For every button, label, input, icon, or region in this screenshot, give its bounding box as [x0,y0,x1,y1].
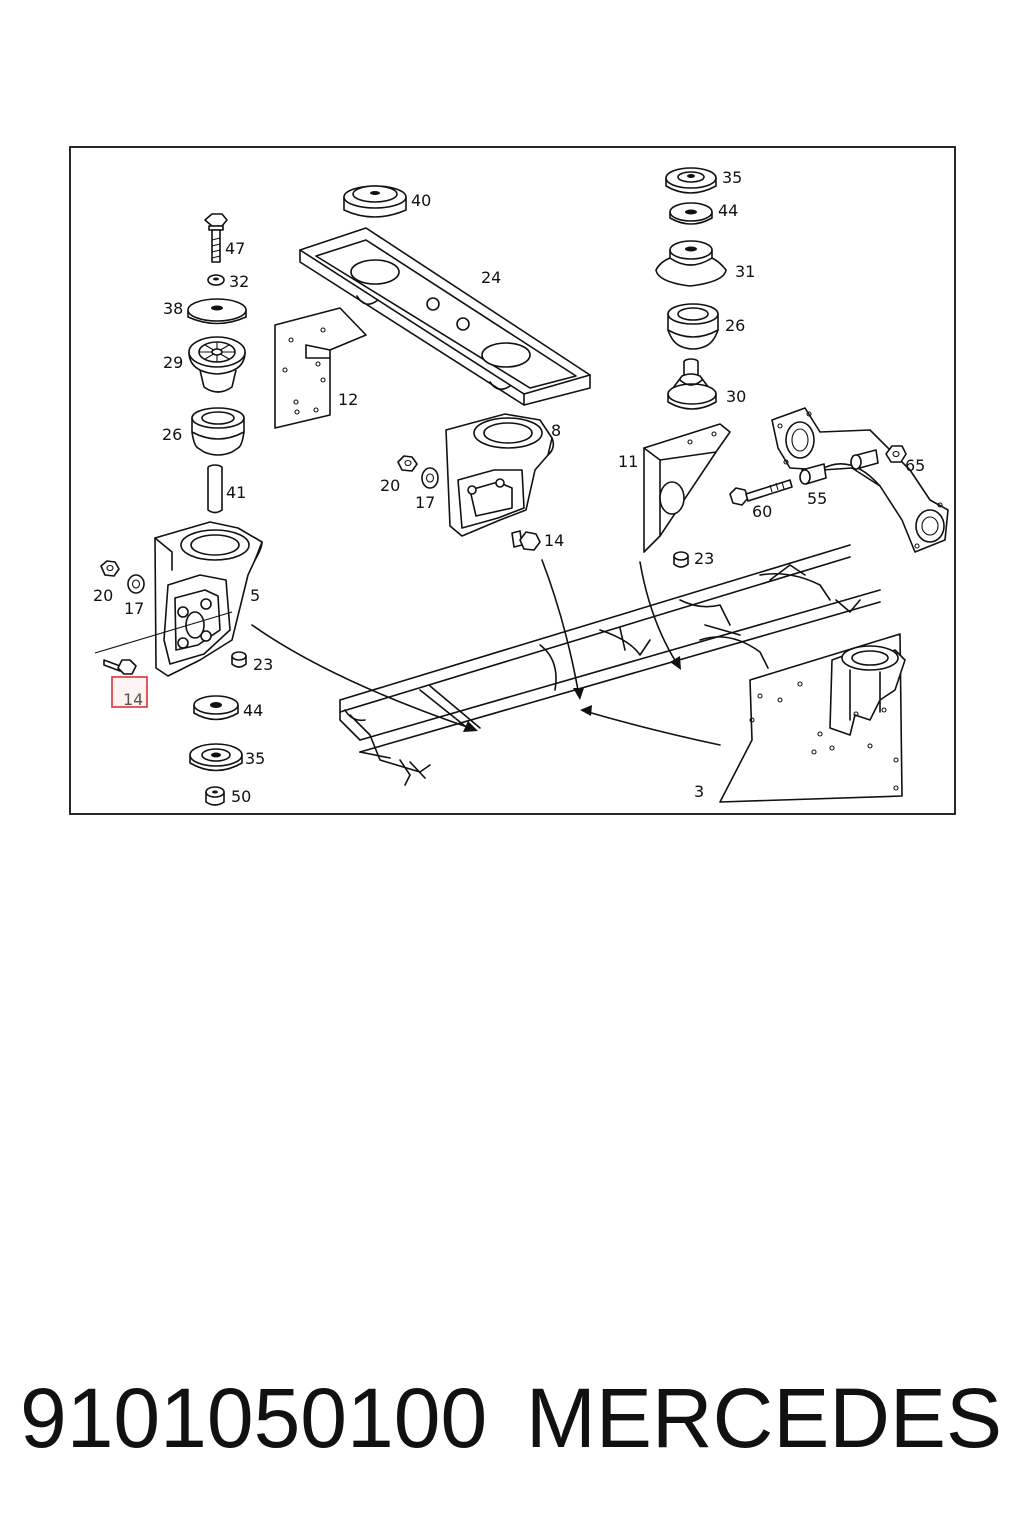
label-30: 30 [726,387,746,406]
label-44-right: 44 [718,201,738,220]
part-35-disc-right[interactable] [665,167,717,194]
part-35-disc-left[interactable] [189,743,243,772]
part-60-bolt[interactable] [729,479,793,506]
part-14-bolt-center[interactable] [511,530,541,551]
part-20-nut-center[interactable] [397,455,418,472]
part-24-crossmember[interactable] [299,227,591,406]
label-35-right: 35 [722,168,742,187]
part-30-stud-mount[interactable] [667,358,717,410]
brand-name: MERCEDES [525,1371,1002,1465]
label-50: 50 [231,787,251,806]
part-55-sleeve[interactable] [799,463,827,485]
label-20-left: 20 [93,586,113,605]
part-17-washer-center[interactable] [421,467,439,489]
part-65-nut[interactable] [885,445,907,463]
part-23-cap-right[interactable] [673,551,689,568]
label-17-center: 17 [415,493,435,512]
label-47: 47 [225,239,245,258]
part-12-bracket[interactable] [274,307,367,429]
footer: 9101050100 MERCEDES [0,1370,1024,1470]
part-26-bushing-left[interactable] [191,407,245,456]
label-26-left: 26 [162,425,182,444]
diagram-frame [69,146,956,815]
part-number: 9101050100 [20,1371,488,1465]
label-11: 11 [618,452,638,471]
label-24: 24 [481,268,501,287]
part-11-bracket[interactable] [643,423,731,553]
label-44-left: 44 [243,701,263,720]
label-5: 5 [250,586,260,605]
part-40-pad[interactable] [343,185,407,218]
part-23-cap-left[interactable] [231,651,247,668]
highlight-box-part-14 [111,676,148,708]
label-29: 29 [163,353,183,372]
part-32-washer[interactable] [207,274,225,286]
label-3: 3 [694,782,704,801]
part-26-bushing-right[interactable] [667,303,719,350]
label-38: 38 [163,299,183,318]
label-35-left: 35 [245,749,265,768]
label-65: 65 [905,456,925,475]
label-14-left: 14 [123,690,143,709]
part-31-mount-rubber[interactable] [655,240,727,287]
part-5-mount-bracket[interactable] [154,521,263,677]
part-41-sleeve[interactable] [207,464,223,514]
label-20-center: 20 [380,476,400,495]
chassis-frame [339,544,881,786]
part-8-mount-bracket[interactable] [445,413,555,537]
label-23-left: 23 [253,655,273,674]
part-38-disc[interactable] [187,298,247,325]
part-3-side-plate[interactable] [719,633,906,803]
label-55: 55 [807,489,827,508]
part-29-mount-rubber[interactable] [188,336,246,393]
callout-labels: 40 24 47 32 38 29 26 41 12 5 20 17 23 14… [93,168,925,806]
label-26-right: 26 [725,316,745,335]
label-23-right: 23 [694,549,714,568]
part-65-sleeve[interactable] [850,449,879,470]
assembly-arrows [251,559,721,746]
label-14-center: 14 [544,531,564,550]
part-44-washer-right[interactable] [669,202,713,225]
part-14-bolt-left[interactable] [94,611,233,675]
label-41: 41 [226,483,246,502]
part-17-washer-left[interactable] [127,574,145,594]
label-12: 12 [338,390,358,409]
part-20-nut-left[interactable] [100,560,120,577]
label-31: 31 [735,262,755,281]
label-60: 60 [752,502,772,521]
parts-diagram: 40 24 47 32 38 29 26 41 12 5 20 17 23 14… [69,146,956,815]
label-8: 8 [551,421,561,440]
label-17-left: 17 [124,599,144,618]
part-50-nut[interactable] [205,786,225,806]
label-32: 32 [229,272,249,291]
part-47-bolt[interactable] [204,213,228,263]
part-65-exhaust-bracket[interactable] [771,407,949,553]
label-40: 40 [411,191,431,210]
part-44-washer-left[interactable] [193,695,239,721]
